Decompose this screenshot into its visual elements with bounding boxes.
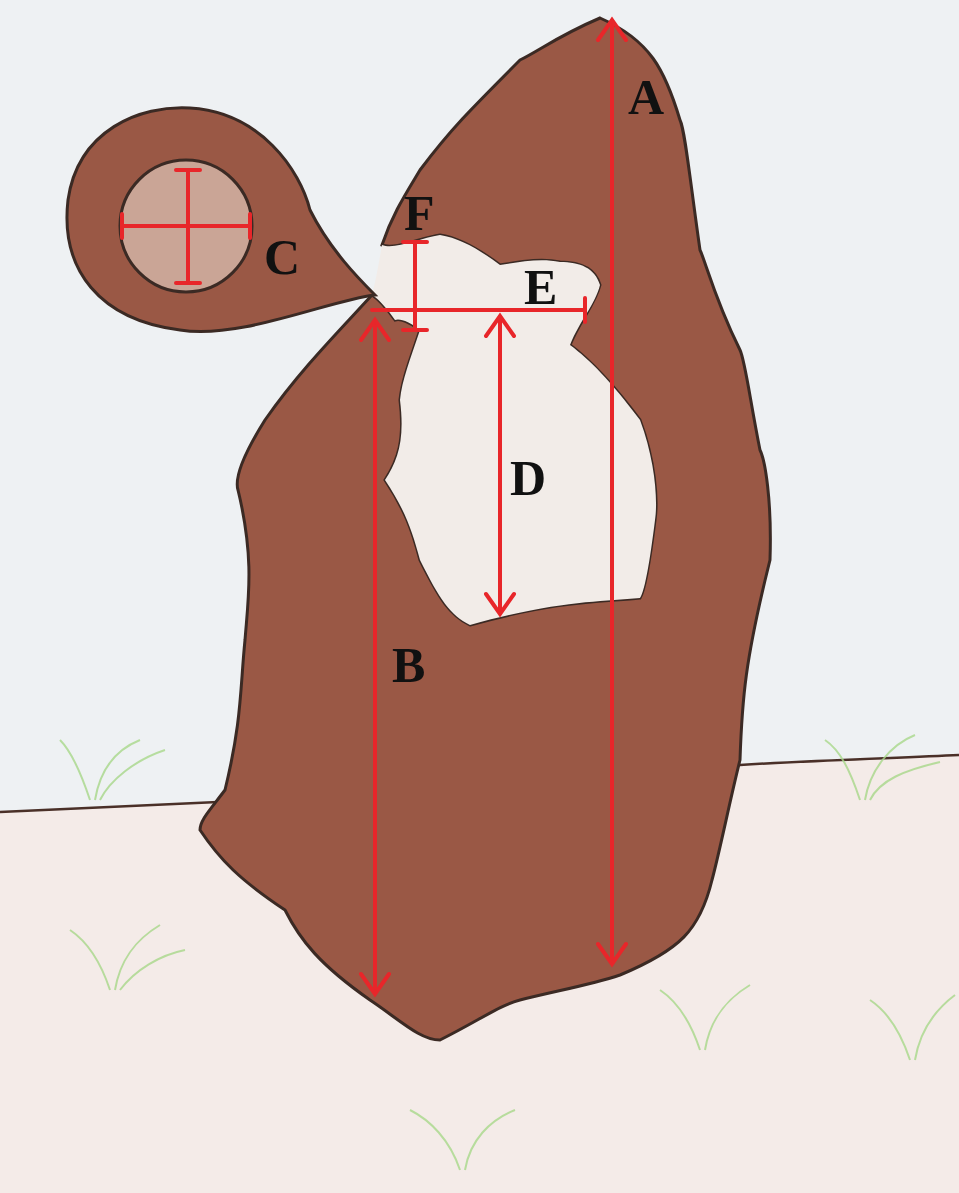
dimension-label: C [264, 232, 300, 282]
dimension-lines [122, 20, 626, 994]
teardrop-hole [120, 160, 252, 292]
dimension-label: E [524, 262, 557, 312]
dimension-label: F [404, 188, 435, 238]
dimension-label: B [392, 640, 425, 690]
dimension-label: A [628, 72, 664, 122]
dimension-label: D [510, 453, 546, 503]
teardrop-rock [67, 108, 375, 332]
